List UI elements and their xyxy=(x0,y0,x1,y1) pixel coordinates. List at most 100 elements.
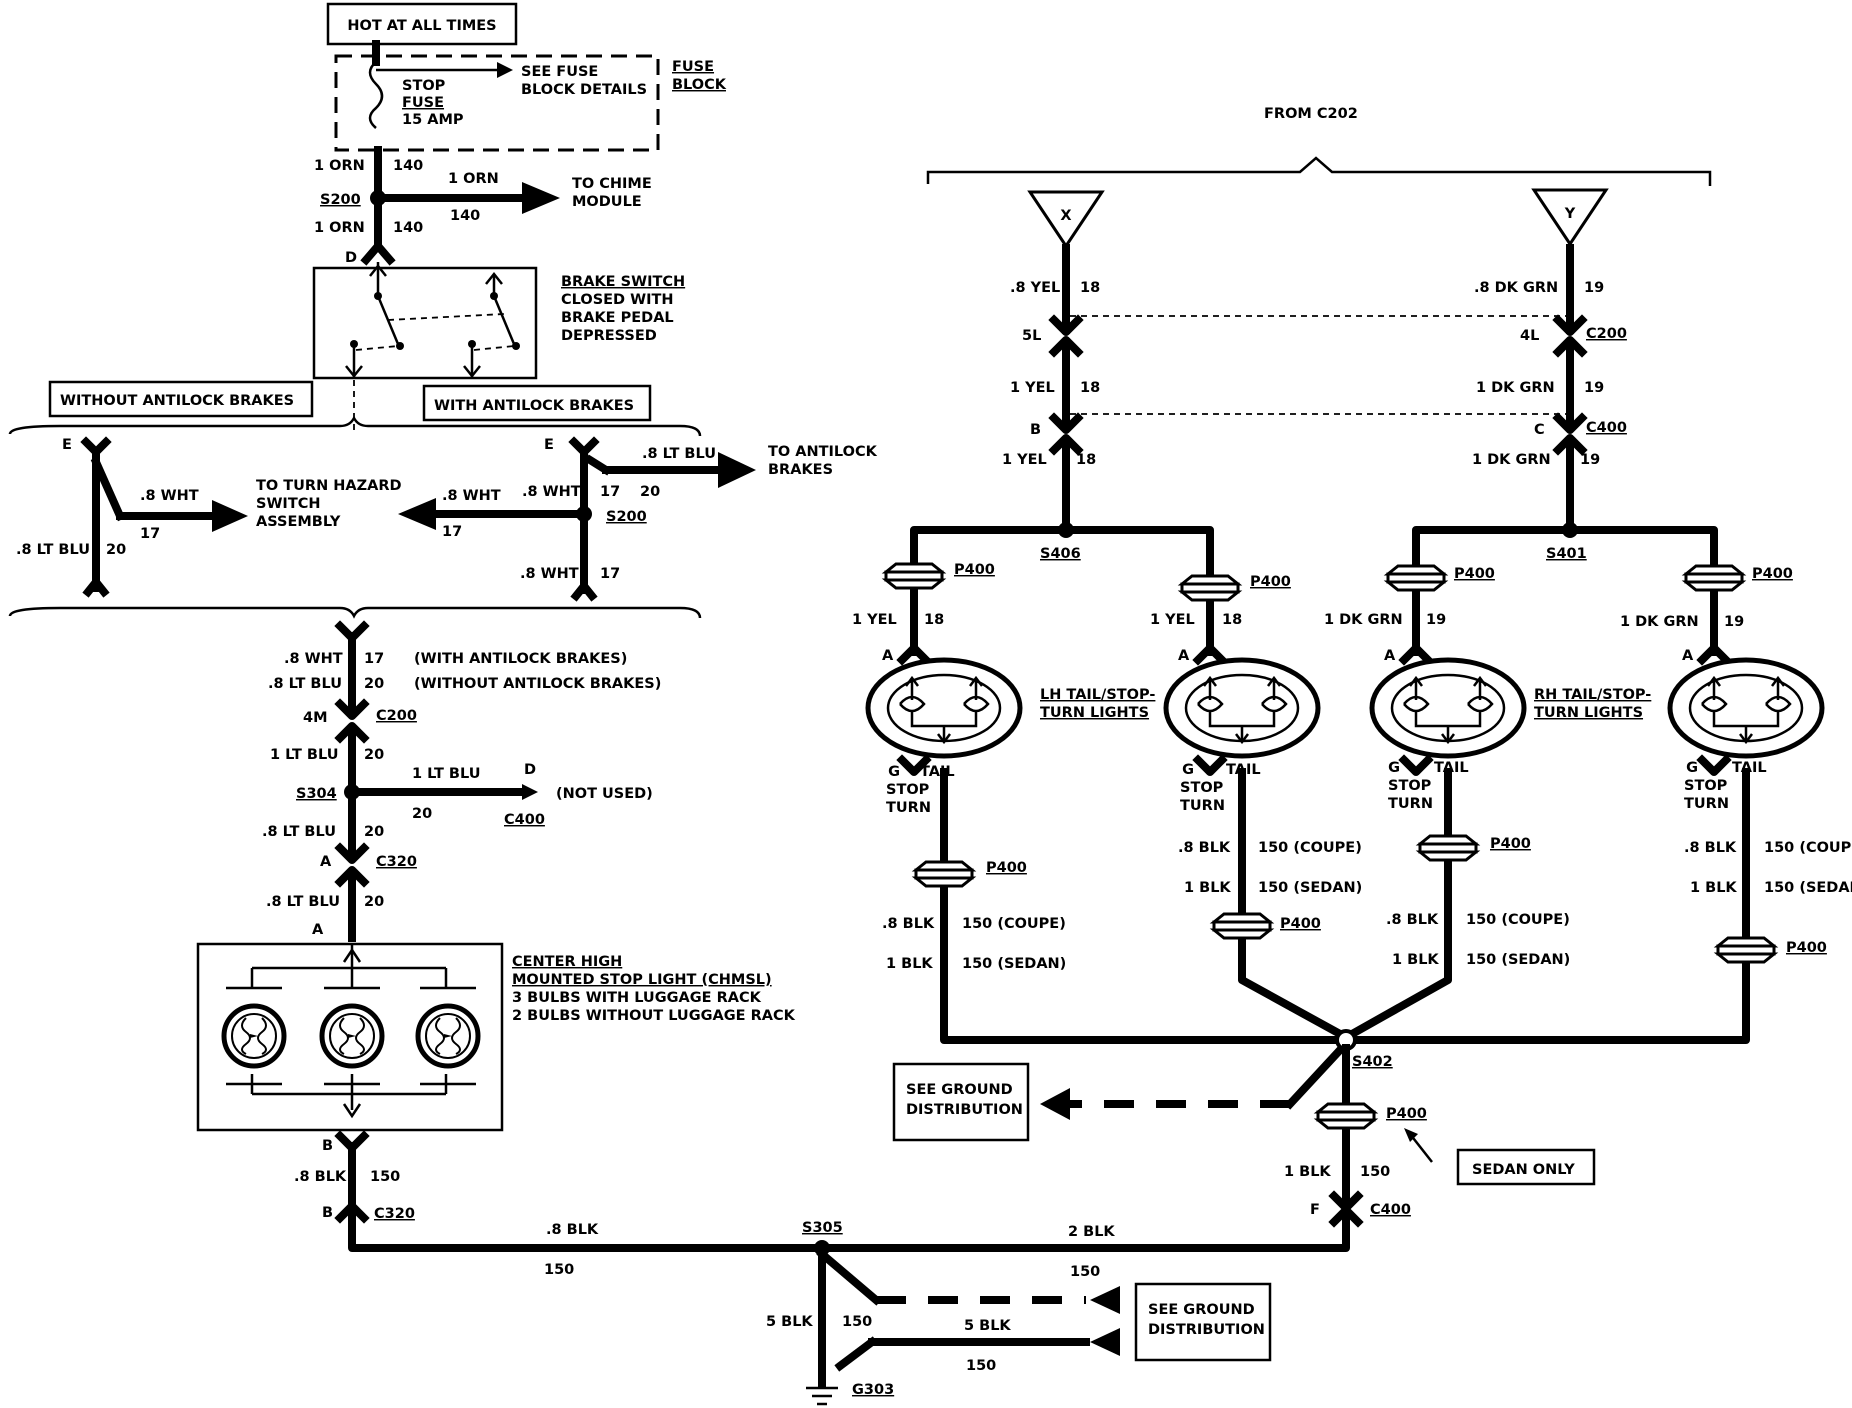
stop-lh2: STOP xyxy=(1180,780,1224,796)
ground-bus-s305 xyxy=(348,1206,1350,1252)
pin-b-c320: B xyxy=(322,1205,333,1221)
p400-rh1-ground-label: P400 xyxy=(1490,836,1531,852)
arrow-to-turn-hazard-right xyxy=(398,498,436,530)
wire-blk8-rh1: .8 BLK xyxy=(1386,912,1439,928)
lh-lights-line1: LH TAIL/STOP- xyxy=(1040,687,1155,703)
wire-label-chime-140: 140 xyxy=(450,208,480,224)
connector-y xyxy=(1531,188,1609,247)
from-c202-label: FROM C202 xyxy=(1264,106,1358,122)
rh-lights-line2: TURN LIGHTS xyxy=(1534,705,1643,721)
wire-ltblu-s304: .8 LT BLU xyxy=(262,824,336,840)
pin-a-rh1: A xyxy=(1384,648,1396,664)
sedan-only-label: SEDAN ONLY xyxy=(1472,1162,1575,1178)
wire-20-chmsl: 20 xyxy=(364,894,384,910)
wire-150sedan-rh2: 150 (SEDAN) xyxy=(1764,880,1852,896)
see-ground-bottom-line2: DISTRIBUTION xyxy=(1148,1322,1265,1338)
p400-rh2-ground-label: P400 xyxy=(1786,940,1827,956)
wire-17-left: 17 xyxy=(140,526,160,542)
wire-label-chime-orn: 1 ORN xyxy=(448,171,499,187)
pin-a-c320: A xyxy=(320,854,332,870)
c200-right-label: C200 xyxy=(1586,326,1627,342)
arrow-to-antilock xyxy=(718,452,756,488)
wire-150-ground-left: 150 xyxy=(842,1314,872,1330)
splice-s401 xyxy=(1562,522,1578,538)
wire-ltblu-antilock: .8 LT BLU xyxy=(642,446,716,462)
wire-18-low: 18 xyxy=(1076,452,1096,468)
see-ground-top-line2: DISTRIBUTION xyxy=(906,1102,1023,1118)
wire-18-lh1: 18 xyxy=(924,612,944,628)
pin-g-lh1: G xyxy=(888,764,900,780)
pin-a-lh1: A xyxy=(882,648,894,664)
wire-blk1-lh2: 1 BLK xyxy=(1184,880,1231,896)
fuse-block: STOP FUSE 15 AMP SEE FUSE BLOCK DETAILS … xyxy=(334,40,727,152)
see-fuse-block-line2: BLOCK DETAILS xyxy=(521,82,647,98)
turn-lh1: TURN xyxy=(886,800,931,816)
chmsl-bulb-3 xyxy=(418,1006,478,1066)
wire-1yel-lh2: 1 YEL xyxy=(1150,612,1195,628)
wire-150sedan-lh1: 150 (SEDAN) xyxy=(962,956,1066,972)
stop-rh1: STOP xyxy=(1388,778,1432,794)
turn-rh1: TURN xyxy=(1388,796,1433,812)
wire-1dkgrn-mid: 1 DK GRN xyxy=(1476,380,1555,396)
rh-lights-line1: RH TAIL/STOP- xyxy=(1534,687,1651,703)
chmsl-lamp-assembly xyxy=(196,942,504,1132)
wire-2blk-bus: 2 BLK xyxy=(1068,1224,1115,1240)
pin-e-left: E xyxy=(62,437,72,453)
wire-blk1-rh2: 1 BLK xyxy=(1690,880,1737,896)
to-turn-hazard-line3: ASSEMBLY xyxy=(256,514,341,530)
wire-label-orn-upper: 1 ORN xyxy=(314,158,365,174)
wire-18-top: 18 xyxy=(1080,280,1100,296)
fuse-block-line1: FUSE xyxy=(672,59,714,75)
s406-label: S406 xyxy=(1040,546,1081,562)
wire-150-chmsl: 150 xyxy=(370,1169,400,1185)
to-antilock-line1: TO ANTILOCK xyxy=(768,444,878,460)
hot-at-all-times-box: HOT AT ALL TIMES xyxy=(326,2,518,46)
with-antilock-label: WITH ANTILOCK BRAKES xyxy=(434,398,634,414)
wire-20-c200: 20 xyxy=(364,747,384,763)
wire-18-lh2: 18 xyxy=(1222,612,1242,628)
wire-19-low: 19 xyxy=(1580,452,1600,468)
wire-150-bus-right: 150 xyxy=(1070,1264,1100,1280)
p400-lh2-label: P400 xyxy=(1250,574,1291,590)
wire-18-mid: 18 xyxy=(1080,380,1100,396)
wire-20-right: 20 xyxy=(640,484,660,500)
brake-switch-line3: BRAKE PEDAL xyxy=(561,310,674,326)
pin-e-right: E xyxy=(544,437,554,453)
wire-blk8-lh1: .8 BLK xyxy=(882,916,935,932)
wire-20-left: 20 xyxy=(106,542,126,558)
g303-label: G303 xyxy=(852,1382,894,1398)
to-chime-line2: MODULE xyxy=(572,194,642,210)
wire-20-s304: 20 xyxy=(364,824,384,840)
p400-rh2 xyxy=(1684,564,1744,592)
wire-19-rh1: 19 xyxy=(1426,612,1446,628)
wire-150sedan-rh1: 150 (SEDAN) xyxy=(1466,952,1570,968)
see-ground-bottom-line1: SEE GROUND xyxy=(1148,1302,1255,1318)
wire-ltblu-left: .8 LT BLU xyxy=(16,542,90,558)
brake-switch: BRAKE SWITCH CLOSED WITH BRAKE PEDAL DEP… xyxy=(312,262,685,380)
s200-mid-label: S200 xyxy=(606,509,647,525)
wire-dkgrn8: .8 DK GRN xyxy=(1474,280,1558,296)
chmsl-bulb-1 xyxy=(224,1006,284,1066)
brake-switch-line1: BRAKE SWITCH xyxy=(561,274,685,290)
connector-d xyxy=(360,242,396,266)
arrow-to-chime xyxy=(522,182,560,214)
ground-g303-icon xyxy=(806,1386,838,1406)
wire-circuit-140-upper: 140 xyxy=(393,158,423,174)
wire-1dkgrn-low: 1 DK GRN xyxy=(1472,452,1551,468)
stop-fuse-line3: 15 AMP xyxy=(402,112,464,128)
stop-fuse-line1: STOP xyxy=(402,78,446,94)
with-antilock-paren: (WITH ANTILOCK BRAKES) xyxy=(414,651,627,667)
without-antilock-paren: (WITHOUT ANTILOCK BRAKES) xyxy=(414,676,661,692)
p400-lh1-ground xyxy=(914,860,974,888)
c320-top-label: C320 xyxy=(376,854,417,870)
connector-x xyxy=(1027,190,1105,249)
ground-rh2 xyxy=(1342,768,1750,1044)
wire-150-bus-left: 150 xyxy=(544,1262,574,1278)
splice-s406 xyxy=(1058,522,1074,538)
s402-label: S402 xyxy=(1352,1054,1393,1070)
wire-wht-merged: .8 WHT xyxy=(284,651,343,667)
pin-a-lh2: A xyxy=(1178,648,1190,664)
without-antilock-box xyxy=(48,380,314,418)
x-label: X xyxy=(1060,208,1071,224)
chmsl-line4: 2 BULBS WITHOUT LUGGAGE RACK xyxy=(512,1008,796,1024)
